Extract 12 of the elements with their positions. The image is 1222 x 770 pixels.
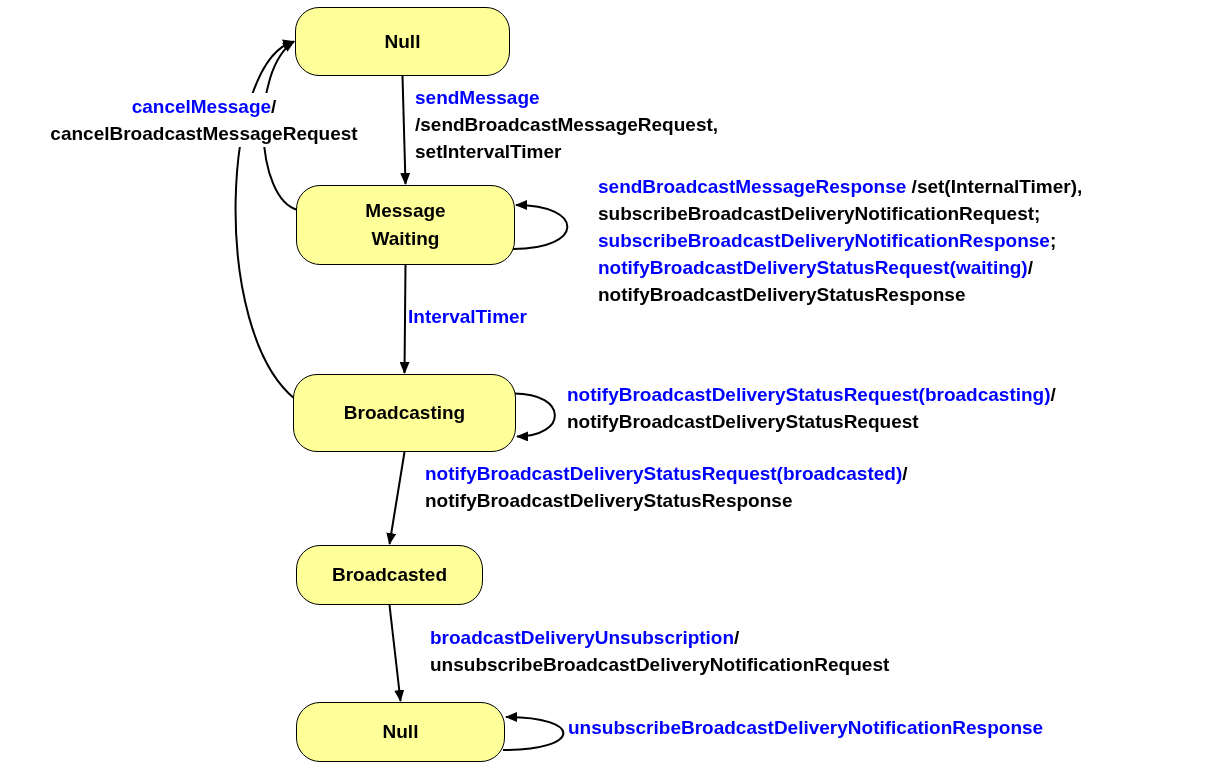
transition-arrow bbox=[512, 200, 569, 250]
state-box: Message Waiting bbox=[296, 185, 515, 265]
transition-arrow bbox=[388, 604, 405, 702]
state-box: Null bbox=[295, 7, 510, 76]
transition-arrow bbox=[399, 264, 410, 374]
transition-arrow bbox=[513, 392, 556, 441]
transition-arrow bbox=[386, 451, 406, 545]
state-box: Broadcasting bbox=[293, 374, 516, 452]
state-box: Null bbox=[296, 702, 505, 762]
transition-arrow bbox=[502, 712, 565, 751]
transition-arrow bbox=[400, 75, 411, 185]
state-box: Broadcasted bbox=[296, 545, 483, 605]
